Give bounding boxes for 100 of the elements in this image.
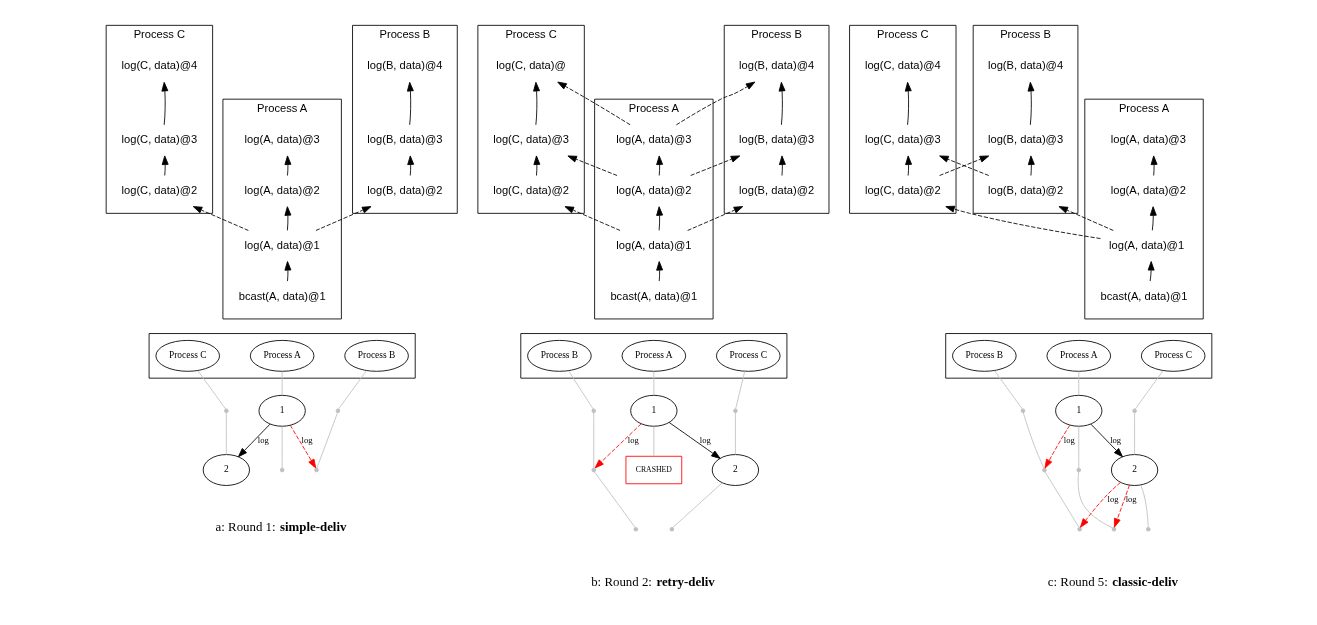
arrow <box>904 155 912 176</box>
connector <box>1077 471 1113 529</box>
node-ellipse: Process B <box>951 339 1017 372</box>
arrow <box>406 81 414 126</box>
node-text: log(C, data)@2 <box>492 183 569 196</box>
connector <box>1134 370 1163 410</box>
node-dot <box>590 467 596 473</box>
edge-label: log <box>627 434 639 445</box>
node-ellipse: Process C <box>715 339 781 372</box>
node-ellipse: 1 <box>629 394 677 427</box>
node-text: log(B, data)@2 <box>738 183 814 196</box>
arrow <box>1058 206 1114 231</box>
node-text: log(C, data)@4 <box>121 59 197 72</box>
node-dot <box>279 467 284 473</box>
node-text: log(B, data)@2 <box>366 183 442 196</box>
arrow <box>283 206 291 231</box>
node-text: log(B, data)@2 <box>987 183 1063 196</box>
node-text: log(C, data)@4 <box>864 59 941 72</box>
edge-label: log <box>301 434 313 445</box>
arrow <box>1044 424 1070 469</box>
node-box: CRASHED <box>625 455 682 485</box>
edge-label: log <box>257 434 269 445</box>
connector <box>567 370 593 410</box>
node-ellipse: Process A <box>621 339 686 372</box>
connector <box>734 370 745 410</box>
node-text: log(A, data)@2 <box>244 183 320 196</box>
arrow <box>1089 423 1123 458</box>
connector <box>225 412 227 455</box>
connector <box>593 471 635 528</box>
node-text: log(B, data)@3 <box>987 133 1063 146</box>
arrow <box>944 205 1101 239</box>
arrow <box>1027 155 1035 176</box>
connector <box>993 370 1023 410</box>
node-dot <box>1145 526 1151 532</box>
connector <box>1139 484 1149 528</box>
arrow <box>284 261 291 282</box>
node-text: bcast(A, data)@1 <box>1100 289 1187 302</box>
arrow <box>655 261 663 282</box>
edge-label: log <box>699 434 711 445</box>
arrow <box>192 206 249 231</box>
arrow <box>315 206 371 231</box>
node-ellipse: 2 <box>1110 454 1158 486</box>
node-text: log(A, data)@3 <box>1110 133 1186 146</box>
node-text: log(B, data)@4 <box>738 59 814 72</box>
connector <box>652 426 654 457</box>
node-text: log(A, data)@1 <box>244 238 320 251</box>
edge-label: log <box>1063 434 1075 445</box>
arrow <box>655 155 663 176</box>
node-dot <box>1020 408 1025 414</box>
node-text: log(C, data)@2 <box>864 183 941 196</box>
arrow <box>532 155 540 176</box>
node-dot <box>1076 526 1082 532</box>
node-dot <box>1076 467 1081 473</box>
node-ellipse: Process C <box>154 339 220 372</box>
cluster <box>944 333 1212 379</box>
connector <box>592 412 594 469</box>
arrow <box>594 423 642 469</box>
node-text: log(B, data)@4 <box>366 59 442 72</box>
arrow <box>675 81 755 126</box>
connector <box>196 370 226 410</box>
arrow <box>689 155 740 176</box>
arrow <box>1027 81 1034 126</box>
node-dot <box>590 408 596 414</box>
edge-label: log <box>1109 434 1121 445</box>
cluster <box>519 333 787 379</box>
node-text: log(C, data)@3 <box>121 133 197 146</box>
arrow <box>1150 155 1157 176</box>
label: b: Round 2: retry-deliv <box>590 575 715 590</box>
connector <box>652 371 654 396</box>
node-text: log(A, data)@1 <box>1108 238 1184 251</box>
arrow <box>1113 484 1130 528</box>
edge-label: log <box>1107 493 1119 504</box>
label: c: Round 5: classic-deliv <box>1047 575 1178 590</box>
arrow <box>160 81 168 126</box>
arrow <box>778 155 786 176</box>
connector <box>316 412 338 469</box>
connector <box>1077 371 1079 396</box>
node-text: log(C, data)@3 <box>492 133 569 146</box>
node-text: bcast(A, data)@1 <box>238 289 326 302</box>
arrow <box>904 81 912 126</box>
node-text: log(A, data)@3 <box>615 133 691 146</box>
node-text: log(A, data)@2 <box>615 183 691 196</box>
arrow <box>1147 261 1155 282</box>
node-ellipse: 1 <box>1054 394 1102 427</box>
arrow <box>564 206 620 231</box>
node-dot <box>1041 467 1047 473</box>
arrow <box>567 155 617 176</box>
node-ellipse: Process B <box>343 339 409 372</box>
node-dot <box>669 526 674 532</box>
arrow <box>655 206 663 231</box>
edge-label: log <box>1125 493 1137 504</box>
node-ellipse: Process C <box>1140 339 1205 372</box>
arrow <box>532 81 540 126</box>
node-dot <box>335 408 340 414</box>
arrow <box>668 422 721 459</box>
arrow <box>289 424 316 469</box>
node-dot <box>1131 408 1137 414</box>
arrow <box>1079 482 1121 528</box>
connector <box>281 426 283 469</box>
node-dot <box>732 408 738 414</box>
